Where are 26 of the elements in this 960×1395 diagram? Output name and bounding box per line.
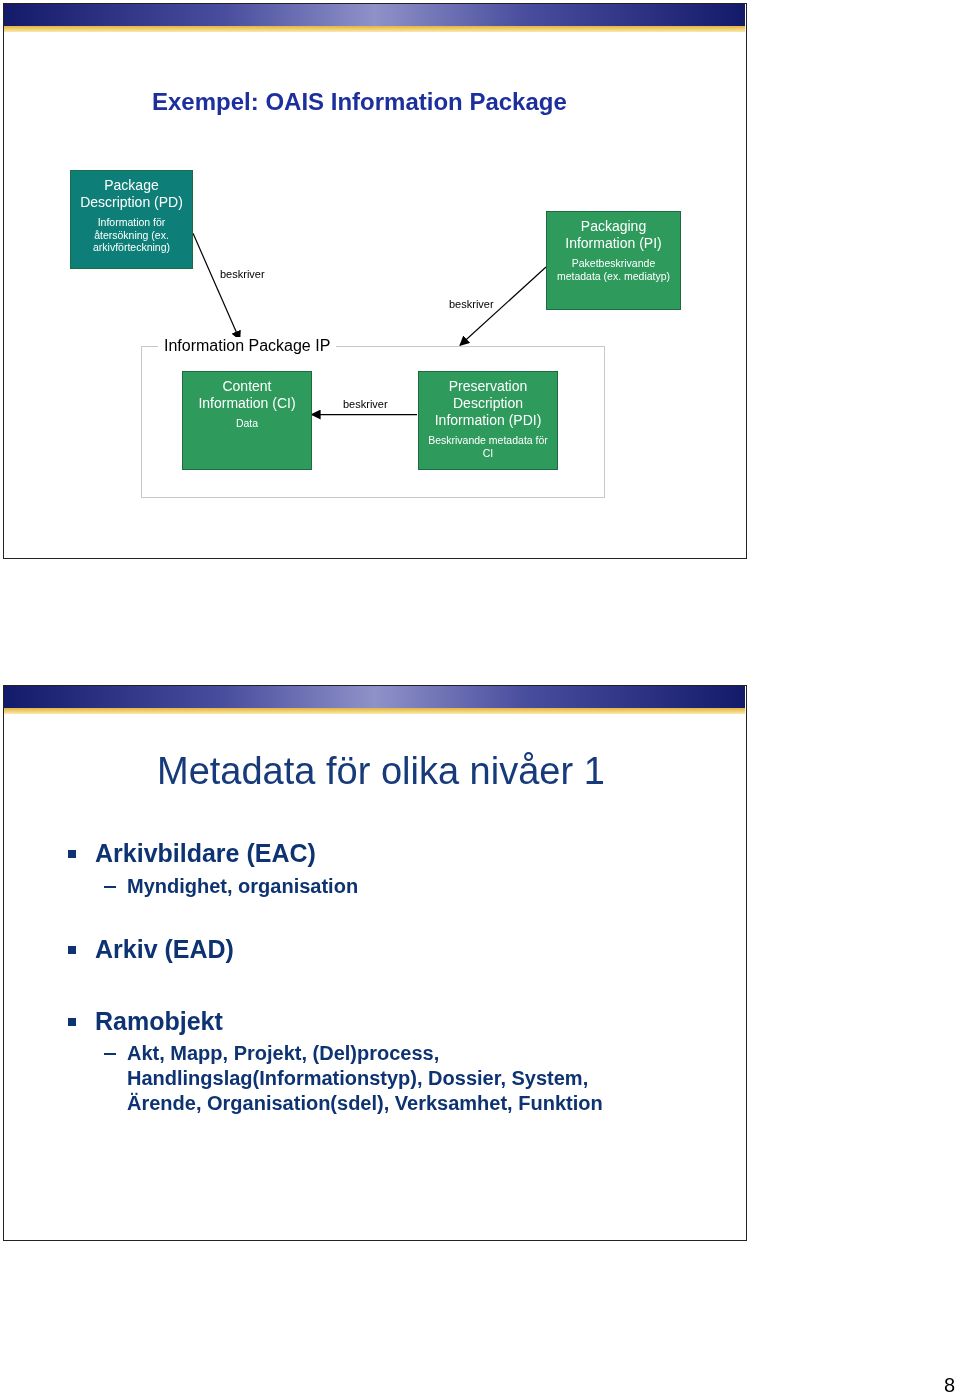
frame-heading: Information Package IP bbox=[158, 337, 337, 355]
box-heading: Package Description (PD) bbox=[79, 177, 184, 211]
box-heading: Packaging Information (PI) bbox=[564, 218, 663, 252]
arrow bbox=[310, 409, 418, 420]
info-box bbox=[418, 371, 558, 470]
slide-title: Metadata för olika nivåer 1 bbox=[157, 749, 605, 794]
edge-label: beskriver bbox=[219, 268, 266, 280]
edge-label: beskriver bbox=[342, 398, 389, 410]
box-description: Information för återsökning (ex. arkivförteckning) bbox=[92, 216, 171, 254]
box-description: Data bbox=[234, 417, 260, 430]
bullet-text: Arkivbildare (EAC) bbox=[95, 838, 316, 869]
box-description: Beskrivande metadata för CI bbox=[427, 434, 549, 459]
bullet-text: Arkiv (EAD) bbox=[95, 934, 234, 965]
bullet-text: Akt, Mapp, Projekt, (Del)process, Handlingslag(Informationstyp), Dossier, System, Ärende, Organisation(sdel), Verksamhet, Funktion bbox=[127, 1041, 604, 1116]
box-heading: Content Information (CI) bbox=[197, 378, 297, 412]
info-box bbox=[182, 371, 312, 470]
edge-label: beskriver bbox=[448, 298, 495, 310]
slide-title: Exempel: OAIS Information Package bbox=[152, 88, 567, 116]
box-description: Paketbeskrivande metadata (ex. mediatyp) bbox=[555, 257, 672, 282]
box-heading: Preservation Description Information (PDI) bbox=[433, 378, 543, 429]
bullet-text: Ramobjekt bbox=[95, 1006, 223, 1037]
page-number: 8 bbox=[944, 1373, 956, 1395]
info-box bbox=[70, 170, 193, 269]
info-box bbox=[546, 211, 681, 310]
arrow bbox=[459, 266, 547, 346]
bullet-text: Myndighet, organisation bbox=[127, 874, 359, 899]
